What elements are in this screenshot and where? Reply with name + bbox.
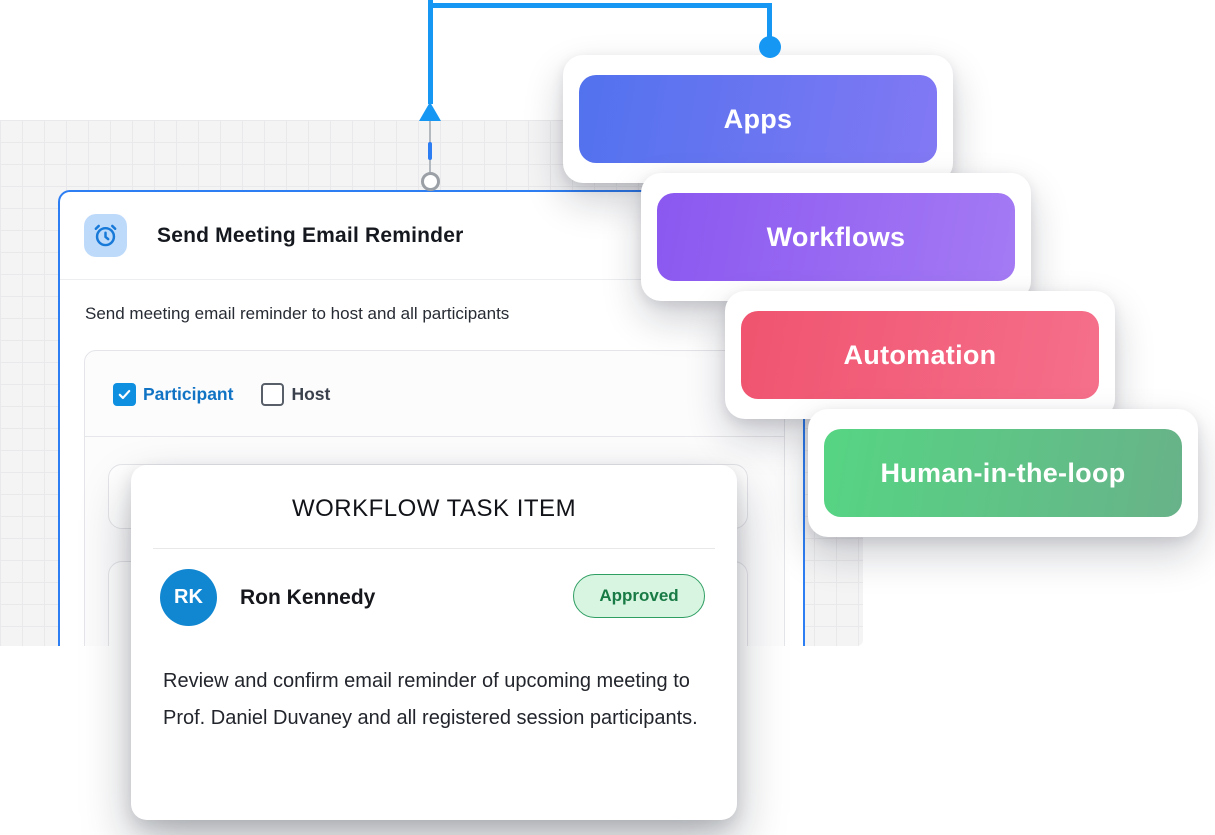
assignee-name: Ron Kennedy: [240, 585, 376, 609]
host-checkbox[interactable]: Host: [261, 382, 331, 406]
apps-pill[interactable]: Apps: [579, 75, 937, 163]
workflow-task-item-card[interactable]: WORKFLOW TASK ITEM RK Ron Kennedy Approv…: [131, 465, 737, 820]
node-input-port[interactable]: [421, 172, 440, 191]
node-description: Send meeting email reminder to host and …: [85, 304, 510, 323]
connector-arrowhead-icon: [419, 102, 441, 121]
alarm-clock-icon: [84, 214, 127, 257]
label-card-apps: Apps: [563, 55, 953, 183]
connector-line-horizontal: [428, 3, 772, 8]
automation-pill[interactable]: Automation: [741, 311, 1099, 399]
connector-endpoint-dot: [759, 36, 781, 58]
label-card-human-in-the-loop: Human-in-the-loop: [808, 409, 1198, 537]
workflows-pill[interactable]: Workflows: [657, 193, 1015, 281]
connector-line-vertical: [428, 0, 433, 104]
node-title: Send Meeting Email Reminder: [157, 224, 464, 247]
avatar: RK: [160, 569, 217, 626]
participant-label: Participant: [143, 383, 234, 404]
label-card-workflows: Workflows: [641, 173, 1031, 301]
connector-line-drop: [767, 3, 772, 41]
participant-checkbox[interactable]: Participant: [113, 382, 234, 406]
task-card-divider: [153, 548, 715, 549]
human-in-the-loop-pill[interactable]: Human-in-the-loop: [824, 429, 1182, 517]
checkbox-checked-icon[interactable]: [113, 382, 136, 406]
host-label: Host: [291, 383, 331, 404]
task-description: Review and confirm email reminder of upc…: [163, 670, 698, 729]
connector-stem-dash: [428, 142, 432, 160]
recipient-options-row: Participant Host: [113, 373, 330, 415]
label-card-automation: Automation: [725, 291, 1115, 419]
task-card-title: WORKFLOW TASK ITEM: [291, 495, 577, 522]
checkbox-unchecked-icon[interactable]: [261, 382, 285, 406]
node-header: Send Meeting Email Reminder: [60, 192, 803, 280]
status-badge: Approved: [573, 574, 705, 618]
panel-divider: [85, 436, 784, 437]
